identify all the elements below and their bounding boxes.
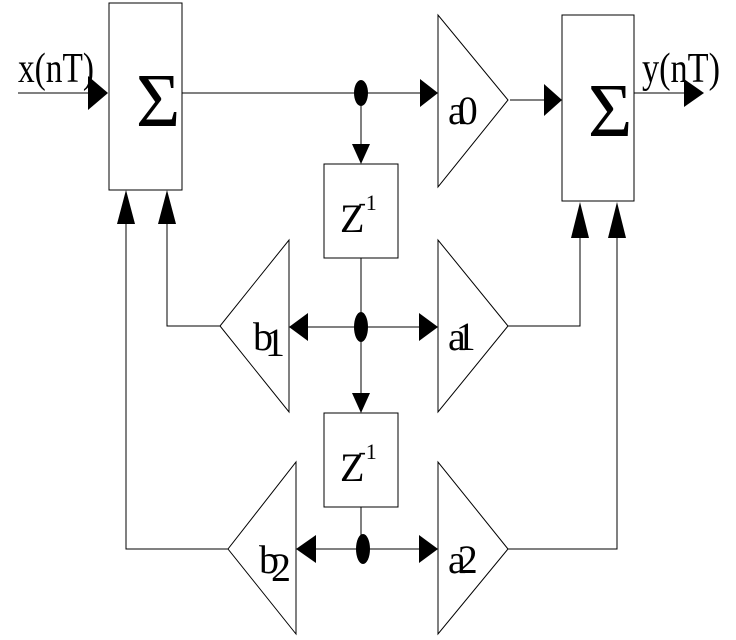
gain-a2-sub: 2: [458, 537, 478, 582]
gain-b1-sub: 1: [265, 320, 285, 365]
b1-feedback-wire: [166, 224, 220, 327]
b1-input-arrowhead-icon: [289, 313, 308, 341]
delay-1-base: Z: [340, 196, 364, 241]
a0-input-arrowhead-icon: [420, 79, 438, 107]
b2-input-arrowhead-icon: [296, 535, 316, 563]
gain-b1-triangle: [219, 238, 290, 414]
b2-feedback-wire: [125, 224, 228, 550]
a1-input-arrowhead-icon: [419, 313, 438, 341]
gain-b2-triangle: [227, 460, 297, 636]
delay1-input-arrowhead-icon: [352, 144, 370, 164]
delay2-input-arrowhead-icon: [352, 393, 370, 413]
gain-a1-base: a: [448, 314, 466, 359]
gain-b2-label: b2: [259, 537, 291, 590]
sum1-feedback-b1-arrowhead-icon: [158, 190, 176, 224]
gain-a0-label: a0: [448, 88, 478, 133]
gain-a1-label: a1: [448, 314, 476, 359]
delay-2-label: Z-1: [340, 439, 377, 490]
sum2-a1-arrowhead-icon: [571, 202, 589, 238]
junction-node-middle: [354, 312, 368, 342]
sum1-feedback-b2-arrowhead-icon: [117, 190, 135, 224]
gain-a2-triangle: [437, 460, 509, 636]
gain-b2-sub: 2: [271, 545, 291, 590]
gain-b2-base: b: [259, 537, 279, 582]
gain-a0-triangle: [437, 13, 509, 189]
gain-a2-label: a2: [448, 537, 478, 582]
input-label: x(nT): [18, 46, 94, 92]
delay-block-1: [323, 163, 399, 259]
junction-node-top: [354, 80, 368, 106]
summer-2-sigma-label: Σ: [588, 69, 632, 153]
sum2-a2-arrowhead-icon: [608, 202, 626, 238]
delay-2-base: Z: [340, 445, 364, 490]
delay-block-2: [323, 412, 399, 508]
input-arrowhead-icon: [88, 76, 108, 110]
gain-a0-sub: 0: [458, 88, 478, 133]
arrowheads: [88, 76, 704, 563]
gain-b1-base: b: [253, 314, 273, 359]
summer-1-sigma-label: Σ: [136, 59, 180, 143]
summer-1-block: [108, 2, 183, 191]
summer-2-block: [561, 14, 635, 202]
delay-2-exponent: -1: [358, 439, 376, 464]
sum2-input-arrowhead-icon: [544, 84, 562, 116]
junction-node-bottom: [356, 534, 370, 564]
a1-to-sum2-wire: [508, 238, 581, 327]
a2-input-arrowhead-icon: [419, 535, 438, 563]
a2-to-sum2-wire: [508, 238, 618, 550]
gain-a1-sub: 1: [456, 314, 476, 359]
output-label: y(nT): [642, 46, 720, 92]
gain-a0-base: a: [448, 88, 466, 133]
delay-1-label: Z-1: [340, 190, 377, 241]
delay-1-exponent: -1: [358, 190, 376, 215]
gain-a1-triangle: [437, 238, 509, 414]
output-arrowhead-icon: [684, 79, 704, 107]
gain-a2-base: a: [448, 537, 466, 582]
gain-b1-label: b1: [253, 314, 285, 365]
